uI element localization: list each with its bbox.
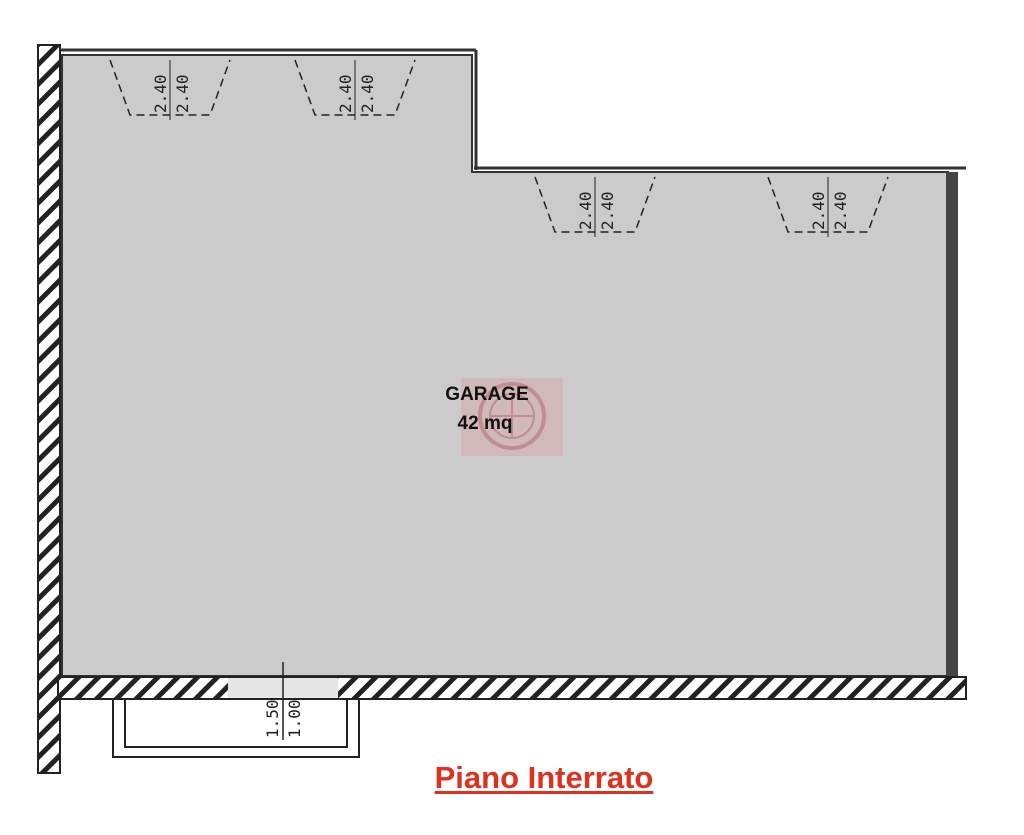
room-area: 42 mq <box>458 413 513 434</box>
window-4: 2.40 2.40 <box>767 176 889 237</box>
right-wall <box>946 172 958 676</box>
svg-text:2.40: 2.40 <box>151 74 170 113</box>
svg-text:2.40: 2.40 <box>576 191 595 230</box>
svg-text:2.40: 2.40 <box>173 74 192 113</box>
svg-text:2.40: 2.40 <box>598 191 617 230</box>
svg-text:2.40: 2.40 <box>809 191 828 230</box>
svg-text:2.40: 2.40 <box>336 74 355 113</box>
window-1: 2.40 2.40 <box>109 59 231 120</box>
room-name: GARAGE <box>445 384 528 405</box>
light-well-dim-2: 1.00 <box>285 699 304 738</box>
window-2: 2.40 2.40 <box>294 59 416 120</box>
svg-text:2.40: 2.40 <box>831 191 850 230</box>
window-3: 2.40 2.40 <box>534 176 656 237</box>
bottom-wall <box>57 676 967 700</box>
svg-text:2.40: 2.40 <box>358 74 377 113</box>
garage-floor <box>61 54 949 677</box>
left-wall <box>37 44 61 774</box>
light-well <box>112 700 360 758</box>
watermark-logo <box>461 378 563 456</box>
floor-title: Piano Interrato <box>434 760 654 795</box>
light-well-dim-1: 1.50 <box>263 699 282 738</box>
